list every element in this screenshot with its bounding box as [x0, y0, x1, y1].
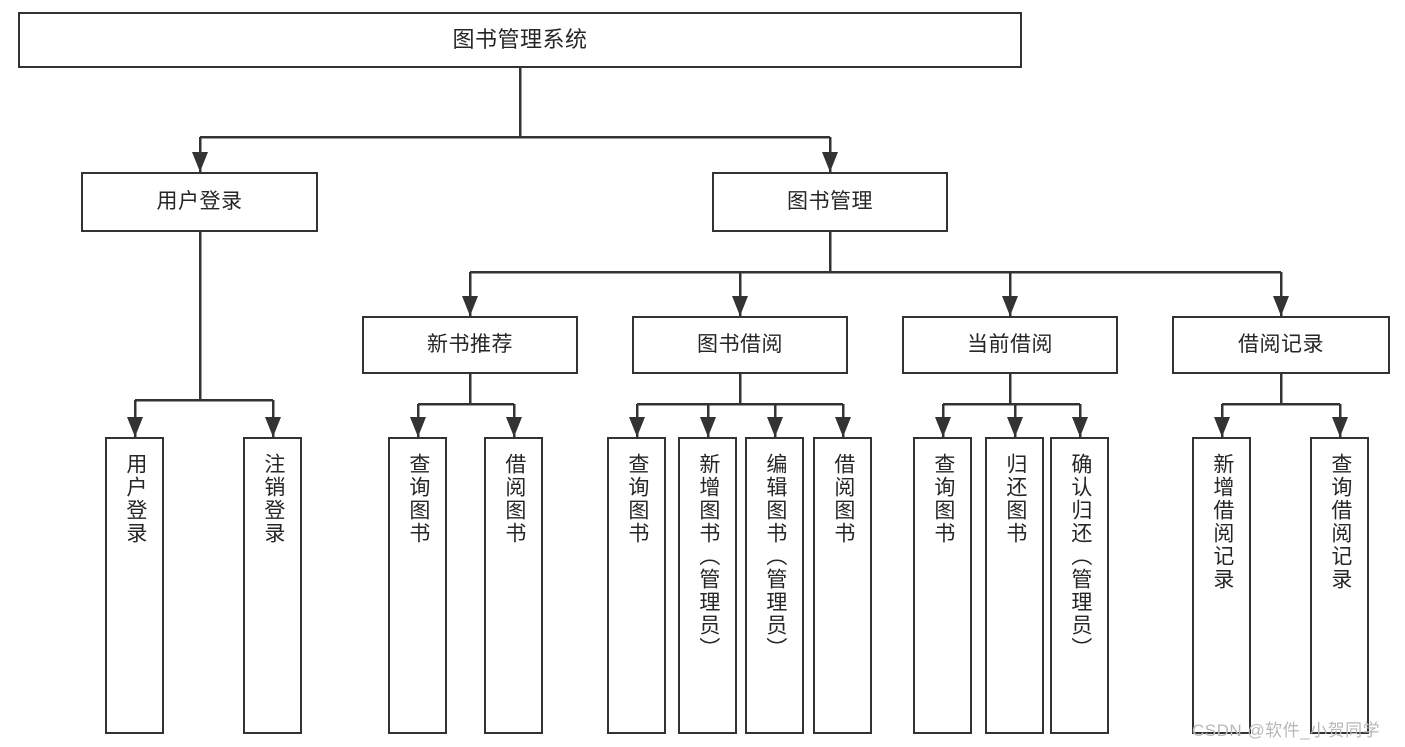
- edge-arrowhead: [767, 417, 783, 437]
- node-leaf-cl-query[interactable]: 查询图书: [913, 437, 972, 734]
- csdn-watermark: CSDN @软件_小贺同学: [1192, 721, 1381, 740]
- node-label: 借阅记录: [1238, 333, 1324, 357]
- node-label: 查询图书: [406, 453, 430, 545]
- edge-arrowhead: [462, 296, 478, 316]
- node-leaf-user-login[interactable]: 用户登录: [105, 437, 164, 734]
- edge-arrowhead: [1072, 417, 1088, 437]
- node-leaf-logout[interactable]: 注销登录: [243, 437, 302, 734]
- node-leaf-nb-borrow[interactable]: 借阅图书: [484, 437, 543, 734]
- edge-arrowhead: [822, 152, 838, 172]
- node-label: 确认归还（管理员）: [1068, 453, 1092, 660]
- node-label: 查询图书: [931, 453, 955, 545]
- node-label: 图书管理系统: [452, 26, 588, 52]
- edge-arrowhead: [732, 296, 748, 316]
- node-l2-user-login[interactable]: 用户登录: [81, 172, 318, 232]
- node-label: 新增图书（管理员）: [696, 453, 720, 660]
- node-label: 用户登录: [156, 190, 243, 214]
- node-label: 借阅图书: [831, 453, 855, 545]
- edge-arrowhead: [1273, 296, 1289, 316]
- node-label: 查询借阅记录: [1328, 453, 1352, 591]
- node-leaf-bb-add[interactable]: 新增图书（管理员）: [678, 437, 737, 734]
- edge-arrowhead: [1007, 417, 1023, 437]
- node-label: 当前借阅: [967, 333, 1053, 357]
- node-leaf-bb-query[interactable]: 查询图书: [607, 437, 666, 734]
- node-leaf-bb-borrow[interactable]: 借阅图书: [813, 437, 872, 734]
- node-label: 图书借阅: [697, 333, 783, 357]
- node-label: 注销登录: [261, 453, 285, 545]
- node-label: 新书推荐: [427, 333, 513, 357]
- node-leaf-bb-edit[interactable]: 编辑图书（管理员）: [745, 437, 804, 734]
- edge-arrowhead: [410, 417, 426, 437]
- node-l3-book-borrow[interactable]: 图书借阅: [632, 316, 848, 374]
- edge-arrowhead: [192, 152, 208, 172]
- edge-arrowhead: [1332, 417, 1348, 437]
- edge-arrowhead: [700, 417, 716, 437]
- edge-arrowhead: [629, 417, 645, 437]
- node-label: 编辑图书（管理员）: [763, 453, 787, 660]
- node-l3-current-loan[interactable]: 当前借阅: [902, 316, 1118, 374]
- edge-arrowhead: [1214, 417, 1230, 437]
- edge-arrowhead: [1002, 296, 1018, 316]
- node-label: 图书管理: [787, 190, 873, 214]
- node-leaf-lr-query[interactable]: 查询借阅记录: [1310, 437, 1369, 734]
- node-l2-book-mgmt[interactable]: 图书管理: [712, 172, 948, 232]
- node-label: 新增借阅记录: [1210, 453, 1234, 591]
- edge-arrowhead: [127, 417, 143, 437]
- edge-arrowhead: [835, 417, 851, 437]
- node-root[interactable]: 图书管理系统: [18, 12, 1022, 68]
- edge-arrowhead: [935, 417, 951, 437]
- node-l3-loan-record[interactable]: 借阅记录: [1172, 316, 1390, 374]
- node-leaf-lr-add[interactable]: 新增借阅记录: [1192, 437, 1251, 734]
- node-leaf-cl-return[interactable]: 归还图书: [985, 437, 1044, 734]
- node-leaf-nb-query[interactable]: 查询图书: [388, 437, 447, 734]
- node-label: 借阅图书: [502, 453, 526, 545]
- node-label: 归还图书: [1003, 453, 1027, 545]
- edge-arrowhead: [506, 417, 522, 437]
- node-label: 用户登录: [123, 453, 147, 545]
- node-leaf-cl-confirm[interactable]: 确认归还（管理员）: [1050, 437, 1109, 734]
- edge-arrowhead: [265, 417, 281, 437]
- node-label: 查询图书: [625, 453, 649, 545]
- node-l3-new-book-rec[interactable]: 新书推荐: [362, 316, 578, 374]
